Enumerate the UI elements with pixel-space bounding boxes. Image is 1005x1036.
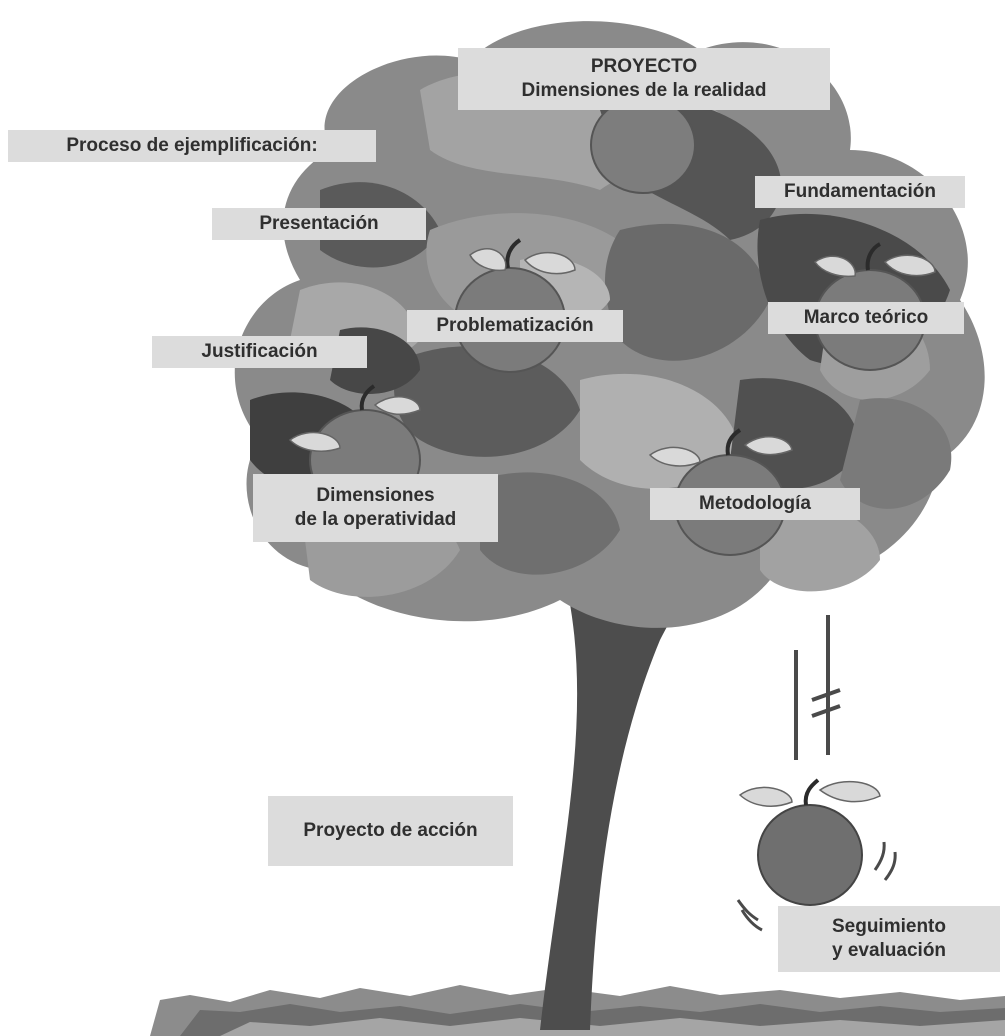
tree-trunk [540, 560, 720, 1030]
operativity-line2: de la operatividad [294, 509, 457, 530]
methodology-text: Metodología [699, 493, 811, 514]
operativity-label: Dimensiones de la operatividad [253, 474, 498, 542]
operativity-line1: Dimensiones [316, 485, 435, 506]
theoretical-framework-label: Marco teórico [768, 302, 964, 334]
problematization-label: Problematización [407, 310, 623, 342]
presentation-text: Presentación [259, 213, 379, 234]
project-title: PROYECTO [590, 56, 698, 77]
monitoring-line2: y evaluación [831, 940, 947, 961]
process-title-label: Proceso de ejemplificación: [8, 130, 376, 162]
action-project-label: Proyecto de acción [268, 796, 513, 866]
apple-falling [738, 778, 881, 906]
problematization-text: Problematización [436, 315, 594, 336]
foundation-label: Fundamentación [755, 176, 965, 208]
project-subtitle: Dimensiones de la realidad [521, 80, 767, 101]
fall-lines [794, 615, 841, 760]
justification-label: Justificación [152, 336, 367, 368]
justification-text: Justificación [201, 341, 318, 362]
monitoring-line1: Seguimiento [831, 916, 946, 937]
action-project-text: Proyecto de acción [303, 820, 478, 841]
process-title-text: Proceso de ejemplificación: [66, 135, 318, 156]
methodology-label: Metodología [650, 488, 860, 520]
foundation-text: Fundamentación [783, 181, 936, 202]
impact-lines [736, 841, 897, 932]
theoretical-framework-text: Marco teórico [803, 307, 929, 328]
apple-project [590, 96, 696, 194]
presentation-label: Presentación [212, 208, 426, 240]
project-label: PROYECTO Dimensiones de la realidad [458, 48, 830, 110]
monitoring-label: Seguimiento y evaluación [778, 906, 1000, 972]
